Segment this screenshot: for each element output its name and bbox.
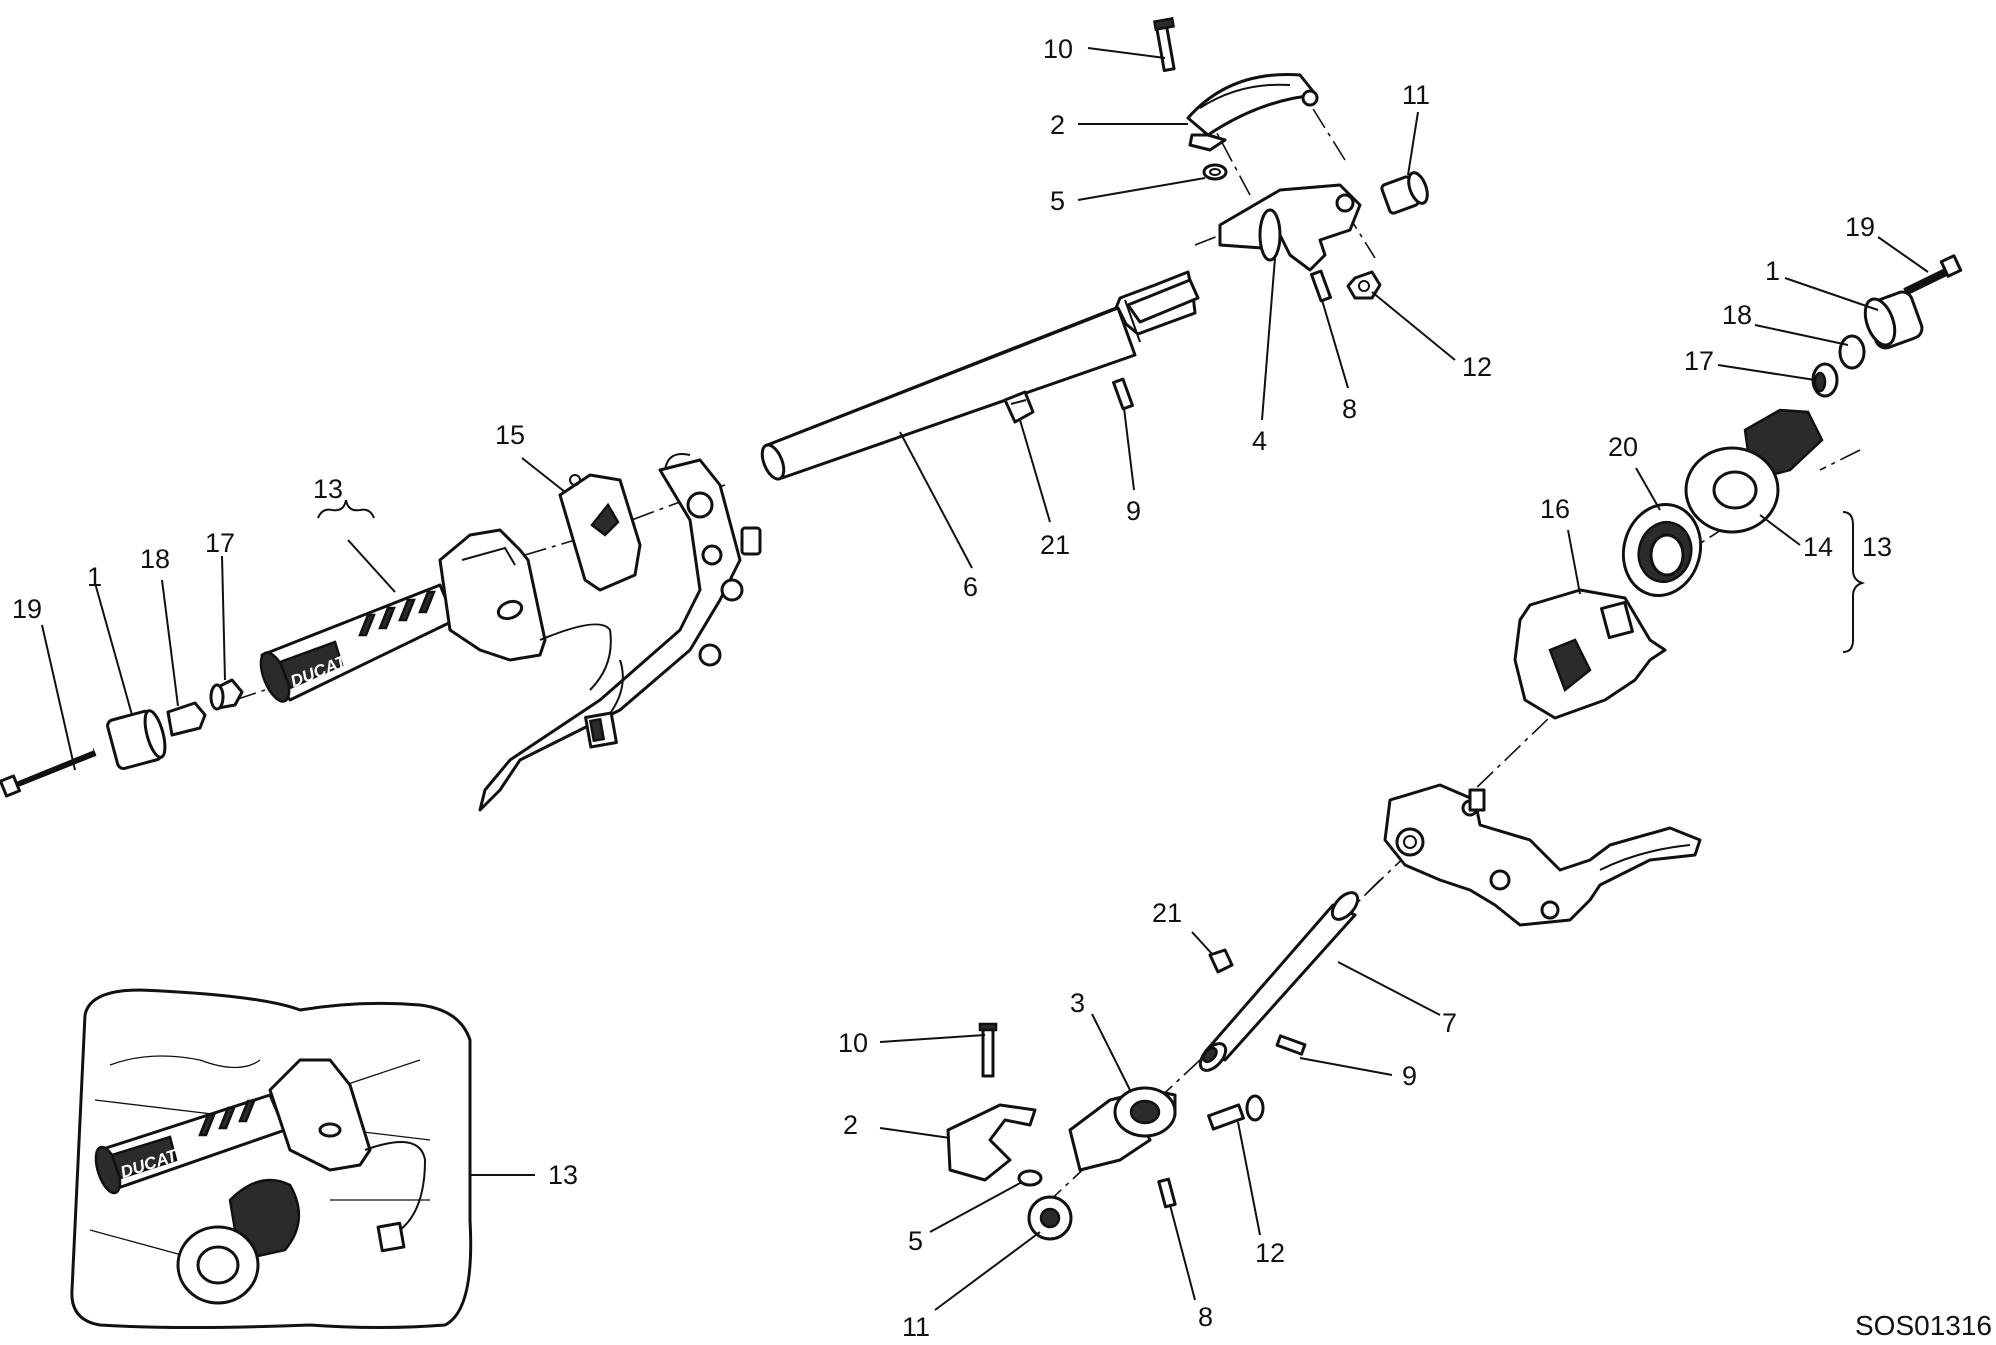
bracket-right [1842,511,1866,653]
callout-7: 7 [1442,1008,1457,1038]
callout-17-right: 17 [1684,346,1714,376]
callout-13-right: 13 [1862,532,1892,562]
callout-16: 16 [1540,494,1570,524]
callout-9-bottom: 9 [1402,1061,1417,1091]
left-grip-assembly: DUCATI [0,453,762,812]
callout-labels: 10 2 5 11 12 8 4 9 21 6 15 13 19 1 18 17… [12,34,1892,1342]
handlebar-tube-left [760,270,1200,481]
callout-9-top: 9 [1126,496,1141,526]
callout-1-right: 1 [1765,256,1780,286]
callout-2-bottom: 2 [843,1110,858,1140]
top-clamp-assembly [1003,17,1429,424]
callout-10-bottom: 10 [838,1028,868,1058]
callout-19-left: 19 [12,594,42,624]
callout-21-top: 21 [1040,530,1070,560]
callout-20: 20 [1608,432,1638,462]
assembled-grip-inset: DUCATI [70,988,473,1329]
callout-13-left: 13 [313,474,343,504]
right-grip-assembly [1513,254,1963,720]
callout-2-top: 2 [1050,110,1065,140]
callout-3: 3 [1070,988,1085,1018]
callout-17-left: 17 [205,528,235,558]
callout-18-right: 18 [1722,300,1752,330]
callout-15: 15 [495,420,525,450]
callout-11-top: 11 [1402,80,1430,110]
callout-5-bottom: 5 [908,1226,923,1256]
callout-4: 4 [1252,426,1267,456]
leader-lines [41,47,1929,1311]
callout-21-bottom: 21 [1152,898,1182,928]
callout-5-top: 5 [1050,186,1065,216]
callout-10-top: 10 [1043,34,1073,64]
callout-11-bottom: 11 [902,1312,930,1342]
callout-1-left: 1 [87,562,102,592]
callout-19-right: 19 [1845,212,1875,242]
callout-8-top: 8 [1342,394,1357,424]
callout-14: 14 [1803,532,1833,562]
callout-12-top: 12 [1462,352,1492,382]
callout-12-bottom: 12 [1255,1238,1285,1268]
callout-18-left: 18 [140,544,170,574]
lower-clamp-assembly [946,783,1702,1241]
callout-13-inset: 13 [548,1160,578,1190]
drawing-code: SOS01316 [1855,1310,1992,1341]
callout-6: 6 [963,572,978,602]
callout-8-bottom: 8 [1198,1302,1213,1332]
